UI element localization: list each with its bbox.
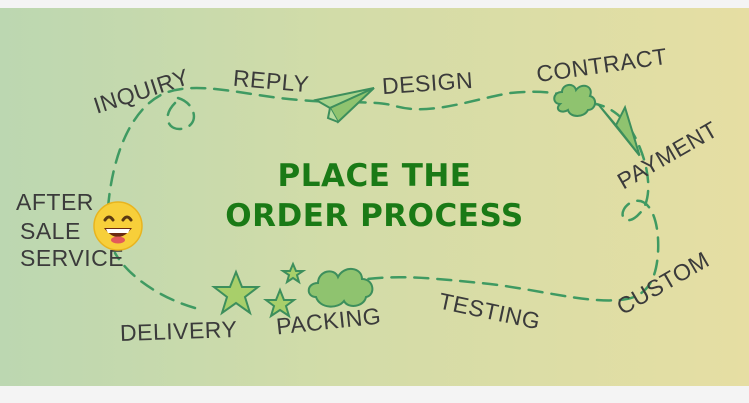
star-icon-3	[279, 261, 307, 285]
paper-plane-icon	[313, 87, 375, 124]
process-diagram: PLACE THE ORDER PROCESS INQUIRY REPLY DE…	[0, 8, 749, 386]
step-after-sale-2: SALE	[20, 218, 81, 244]
star-icon	[211, 269, 261, 316]
diagram-title-line-1: PLACE THE	[277, 158, 472, 194]
star-icon-2	[263, 287, 297, 319]
smiley-face-icon	[93, 201, 143, 251]
cloud-icon-2	[307, 268, 374, 308]
dashed-route	[106, 84, 660, 319]
paper-plane-icon-2	[597, 103, 641, 157]
route-path-bottom	[113, 251, 197, 310]
route-path-right	[358, 101, 660, 302]
bottom-strip	[0, 386, 749, 403]
step-after-sale-1: AFTER	[16, 189, 94, 215]
route-loop-left	[166, 96, 196, 131]
step-after-sale-3: SERVICE	[20, 245, 125, 271]
diagram-title-line-2: ORDER PROCESS	[225, 198, 524, 234]
step-delivery: DELIVERY	[119, 315, 238, 347]
cloud-icon	[553, 84, 596, 117]
